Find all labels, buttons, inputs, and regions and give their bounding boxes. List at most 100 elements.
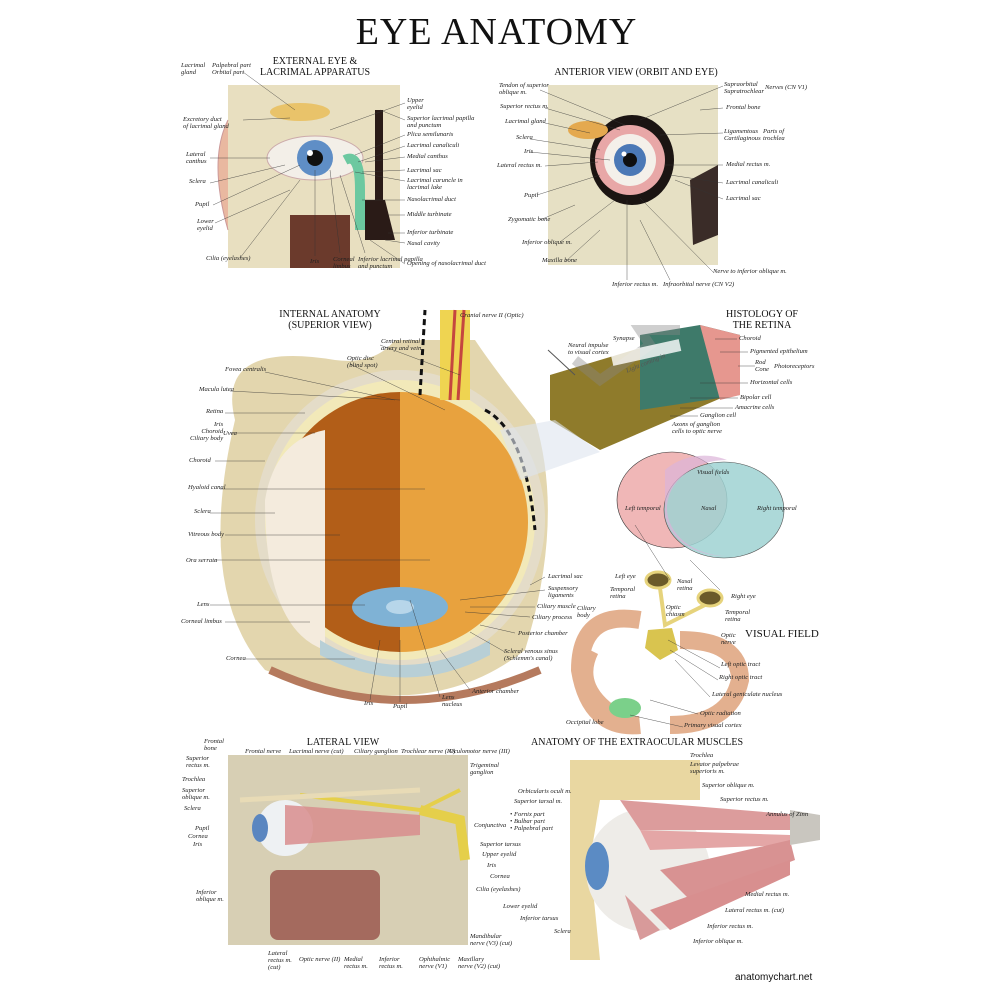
label: Optic chiasm	[666, 604, 685, 619]
label: Medial rectus m.	[344, 956, 368, 971]
label: Pigmented epithelium	[750, 348, 808, 355]
label: Macula lutea	[199, 386, 234, 393]
label: Orbicularis oculi m.	[518, 788, 572, 795]
anterior-view-title: ANTERIOR VIEW (ORBIT AND EYE)	[554, 67, 718, 78]
label: Optic nerve	[721, 632, 736, 647]
external-eye-title: EXTERNAL EYE & LACRIMAL APPARATUS	[259, 56, 371, 78]
label: Inferior turbinate	[407, 229, 454, 236]
label: Lacrimal sac	[726, 195, 761, 202]
label: Sclera	[194, 508, 211, 515]
label: Excretory duct of lacrimal gland	[183, 116, 229, 131]
label: Sclera	[189, 178, 206, 185]
label: Inferior rectus m.	[707, 923, 754, 930]
footer-website: anatomychart.net	[735, 972, 813, 983]
label: Lacrimal gland	[505, 118, 546, 125]
label: Superior rectus m.	[500, 103, 549, 110]
internal-anatomy-title: INTERNAL ANATOMY (SUPERIOR VIEW)	[279, 309, 381, 331]
label: Inferior rectus m.	[612, 281, 659, 288]
histology-title: HISTOLOGY OF THE RETINA	[726, 309, 798, 331]
label: Levator palpebrae superioris m.	[690, 761, 739, 776]
label: Parts of trochlea	[763, 128, 785, 143]
label: • Fornix part • Bulbar part • Palpebral …	[510, 811, 553, 833]
label: Cornea	[490, 873, 510, 880]
label: Cilia (eyelashes)	[206, 255, 251, 262]
label: Choroid	[189, 457, 211, 464]
label: Right eye	[731, 593, 756, 600]
label: Inferior rectus m.	[379, 956, 403, 971]
label: Pupil	[195, 201, 210, 208]
label: Rod Cone	[755, 359, 769, 374]
label: Nerves (CN V1)	[765, 84, 808, 91]
label: Tendon of superior oblique m.	[499, 82, 549, 97]
label: Cornea	[188, 833, 208, 840]
label: Lateral rectus m. (cut)	[725, 907, 785, 914]
label: Synapse	[613, 335, 635, 342]
label: Choroid	[739, 335, 761, 342]
label: Ciliary process	[532, 614, 573, 621]
extraocular-muscles-illustration	[570, 760, 820, 960]
label: Superior lacrimal papilla and punctum	[407, 115, 475, 130]
label: Oculomotor nerve (III)	[449, 748, 510, 755]
label: Lacrimal sac	[407, 167, 442, 174]
label: Visual fields	[697, 469, 730, 476]
external-eye-illustration	[209, 71, 406, 268]
anterior-view-illustration	[529, 85, 724, 281]
label: Inferior oblique m.	[693, 938, 743, 945]
label: Annulus of Zinn	[766, 811, 809, 818]
label: Superior oblique m.	[182, 787, 210, 802]
label: Horizontal cells	[750, 379, 793, 386]
label: Primary visual cortex	[684, 722, 742, 729]
label: Opening of nasolacrimal duct	[407, 260, 486, 267]
label: Iris	[310, 258, 320, 265]
label: Left eye	[615, 573, 636, 580]
label: Amacrine cells	[735, 404, 775, 411]
lateral-view-illustration	[228, 755, 470, 945]
lateral-view-title: LATERAL VIEW	[306, 737, 380, 748]
label: Left optic tract	[721, 661, 761, 668]
label: Plica semilunaris	[407, 131, 454, 138]
label: Palpebral part Orbital part	[212, 62, 252, 77]
label: Uvea	[223, 430, 237, 437]
label: Inferior oblique m.	[522, 239, 572, 246]
label: Left temporal	[625, 505, 661, 512]
label: Sclera	[184, 805, 201, 812]
label: Ganglion cell	[700, 412, 737, 419]
label: Trochlear nerve (IV)	[401, 748, 456, 755]
label: Axons of ganglion cells to optic nerve	[672, 421, 722, 436]
label: Supraorbital Supratrochlear	[724, 81, 765, 96]
label: Frontal bone	[204, 738, 224, 753]
label: Anterior chamber	[472, 688, 520, 695]
label: Medial canthus	[407, 153, 448, 160]
label: Suspensory ligaments	[548, 585, 579, 600]
label: Optic disc (blind spot)	[347, 355, 378, 370]
label: Ciliary muscle	[537, 603, 576, 610]
retina-histology-illustration	[500, 325, 755, 480]
label: Vitreous body	[188, 531, 225, 538]
label: Cranial nerve II (Optic)	[460, 312, 524, 319]
label: Lens	[197, 601, 210, 608]
label: Lacrimal canaliculi	[726, 179, 779, 186]
poster-title: EYE ANATOMY	[355, 11, 638, 53]
label: Lateral geniculate nucleus	[712, 691, 783, 698]
label: Lower eyelid	[503, 903, 538, 910]
label: Cilia (eyelashes)	[476, 886, 521, 893]
extraocular-title: ANATOMY OF THE EXTRAOCULAR MUSCLES	[530, 737, 744, 748]
label: Temporal retina	[610, 586, 636, 601]
label: Conjunctiva	[474, 822, 507, 829]
label: Inferior oblique m.	[196, 889, 224, 904]
label: Pupil	[393, 703, 408, 710]
label: Infraorbital nerve (CN V2)	[663, 281, 735, 288]
label: Corneal limbus	[181, 618, 222, 625]
label: Nerve to inferior oblique m.	[713, 268, 787, 275]
label: Ciliary ganglion	[354, 748, 398, 755]
label: Hyaloid canal	[188, 484, 226, 491]
label: Inferior lacrimal papilla and punctum	[358, 256, 423, 271]
label: Lateral rectus m.	[497, 162, 542, 169]
label: Ora serrata	[186, 557, 218, 564]
label: Corneal limbus	[333, 256, 355, 271]
label: Lens nucleus	[442, 694, 463, 709]
label: Iris	[193, 841, 203, 848]
label: Lacrimal caruncle in lacrimal lake	[407, 177, 463, 192]
